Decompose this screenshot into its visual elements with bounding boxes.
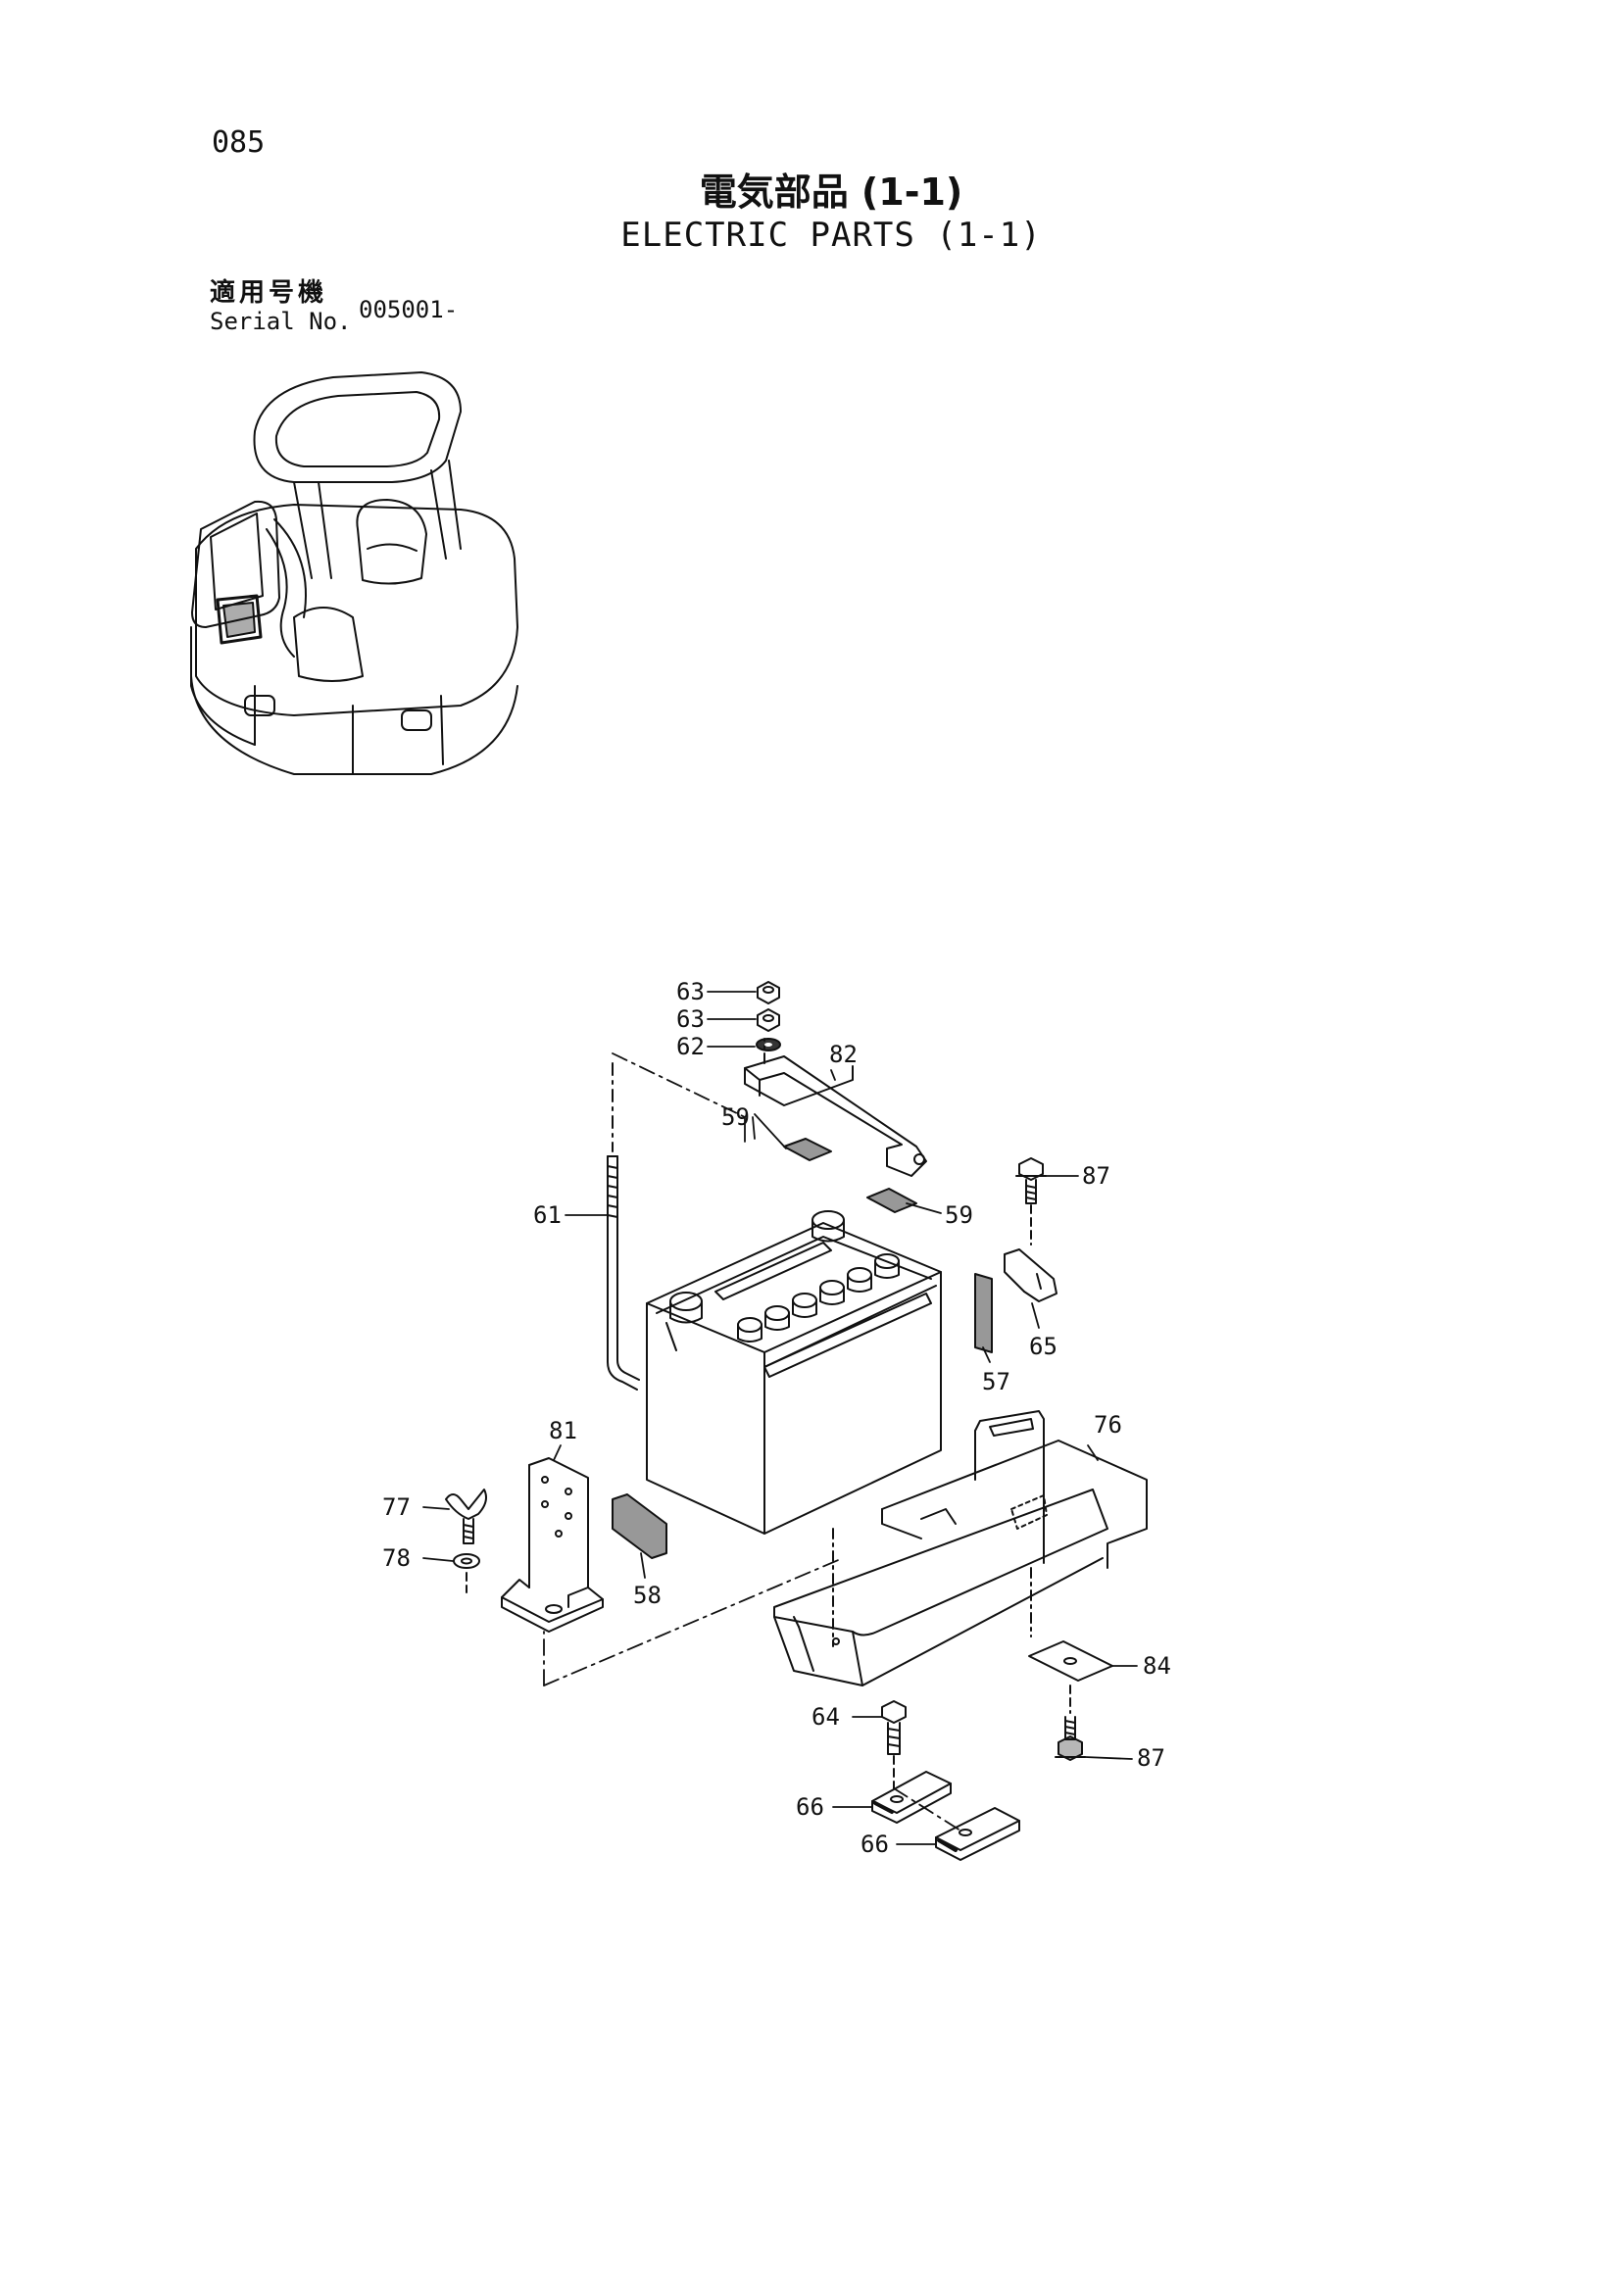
callout-87-lower: 87	[1137, 1744, 1165, 1772]
nut-63-upper	[757, 981, 780, 1004]
callout-76: 76	[1094, 1411, 1122, 1439]
battery-57	[646, 1210, 942, 1535]
callout-64: 64	[812, 1703, 840, 1731]
washer-62	[756, 1038, 781, 1051]
callout-63-lower: 63	[676, 1005, 705, 1033]
callout-61: 61	[533, 1201, 562, 1229]
page-number: 085	[212, 125, 266, 160]
callout-labels: 63 63 62 82 59 59 87 61 57 65 76 81 77 7…	[382, 978, 1171, 1858]
bolt-87-lower	[1055, 1685, 1086, 1761]
machine-overview-illustration	[190, 371, 518, 775]
callout-66-upper: 66	[796, 1793, 824, 1821]
bolt-87-upper	[1015, 1157, 1047, 1246]
callout-63-upper: 63	[676, 978, 705, 1005]
callout-59-left: 59	[721, 1103, 750, 1131]
bracket-81	[501, 1457, 604, 1633]
callout-77: 77	[382, 1493, 411, 1521]
callout-58: 58	[633, 1582, 662, 1609]
washer-78	[453, 1553, 480, 1593]
callout-82: 82	[829, 1041, 858, 1068]
plate-66-lower	[935, 1807, 1020, 1861]
serial-label-english: Serial No.	[210, 308, 352, 335]
plate-84	[1028, 1640, 1113, 1682]
battery-caps	[669, 1210, 900, 1343]
rod-61	[607, 1062, 640, 1391]
callout-57: 57	[982, 1368, 1010, 1395]
title-english: ELECTRIC PARTS (1-1)	[620, 216, 1042, 255]
bolt-64	[881, 1700, 907, 1789]
pad-59-left	[783, 1138, 832, 1161]
serial-label-japanese: 適用号機	[210, 278, 328, 308]
leader-lines	[422, 991, 1138, 1845]
nut-63-lower	[757, 1008, 780, 1032]
callout-62: 62	[676, 1033, 705, 1060]
assembly-lines	[543, 1052, 961, 1832]
callout-84: 84	[1143, 1652, 1171, 1680]
wing-bolt-77	[445, 1489, 487, 1544]
callout-87-upper: 87	[1082, 1162, 1110, 1190]
callout-66-lower: 66	[861, 1831, 889, 1858]
plate-66-upper	[871, 1771, 952, 1824]
serial-number-value: 005001-	[359, 296, 459, 323]
pad-58	[612, 1493, 667, 1559]
callout-78: 78	[382, 1544, 411, 1572]
battery-tray-76	[773, 1410, 1148, 1686]
callout-81: 81	[549, 1417, 577, 1444]
clamp-bracket-82	[744, 1038, 927, 1177]
bracket-65	[1004, 1248, 1057, 1302]
callout-65: 65	[1029, 1333, 1057, 1360]
title-japanese: 電気部品 (1-1)	[699, 171, 963, 214]
pad-59-right	[866, 1188, 917, 1213]
pad-57	[974, 1273, 993, 1353]
callout-59-right: 59	[945, 1201, 973, 1229]
